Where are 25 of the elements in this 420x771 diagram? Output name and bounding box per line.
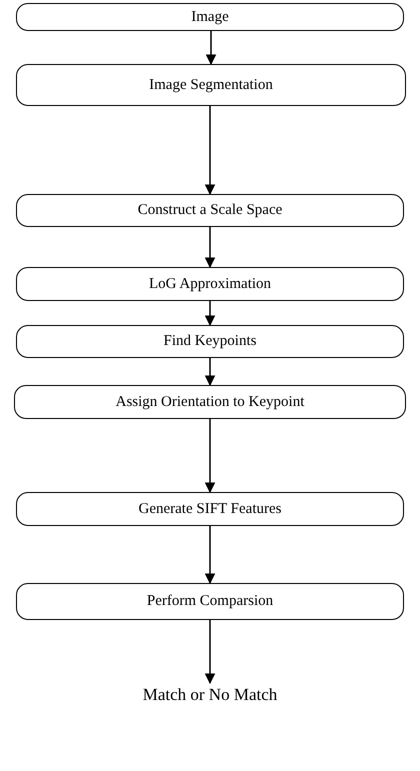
box-label: LoG Approximation bbox=[148, 274, 272, 294]
process-box bbox=[16, 492, 404, 526]
arrow bbox=[206, 31, 216, 66]
process-box bbox=[16, 583, 404, 620]
process-box bbox=[14, 385, 406, 419]
process-box bbox=[16, 64, 406, 106]
box-label: Perform Comparsion bbox=[146, 592, 274, 612]
box-label: Find Keypoints bbox=[164, 332, 256, 352]
arrow bbox=[204, 419, 216, 494]
arrow bbox=[204, 358, 216, 386]
process-box bbox=[16, 267, 404, 301]
process-box bbox=[16, 325, 404, 358]
box-label: Image bbox=[191, 8, 229, 27]
box-label: Image Segmentation bbox=[149, 76, 273, 95]
arrow bbox=[204, 301, 216, 326]
arrow bbox=[204, 526, 216, 584]
process-box bbox=[16, 3, 404, 31]
process-box bbox=[16, 194, 404, 227]
box-label: Construct a Scale Space bbox=[138, 201, 282, 220]
box-label: Generate SIFT Features bbox=[138, 500, 282, 519]
arrow bbox=[204, 106, 216, 196]
result-text: Match or No Match bbox=[120, 683, 300, 707]
box-label: Assign Orientation to Keypoint bbox=[116, 392, 304, 412]
arrow bbox=[204, 227, 216, 268]
arrow bbox=[204, 620, 216, 684]
